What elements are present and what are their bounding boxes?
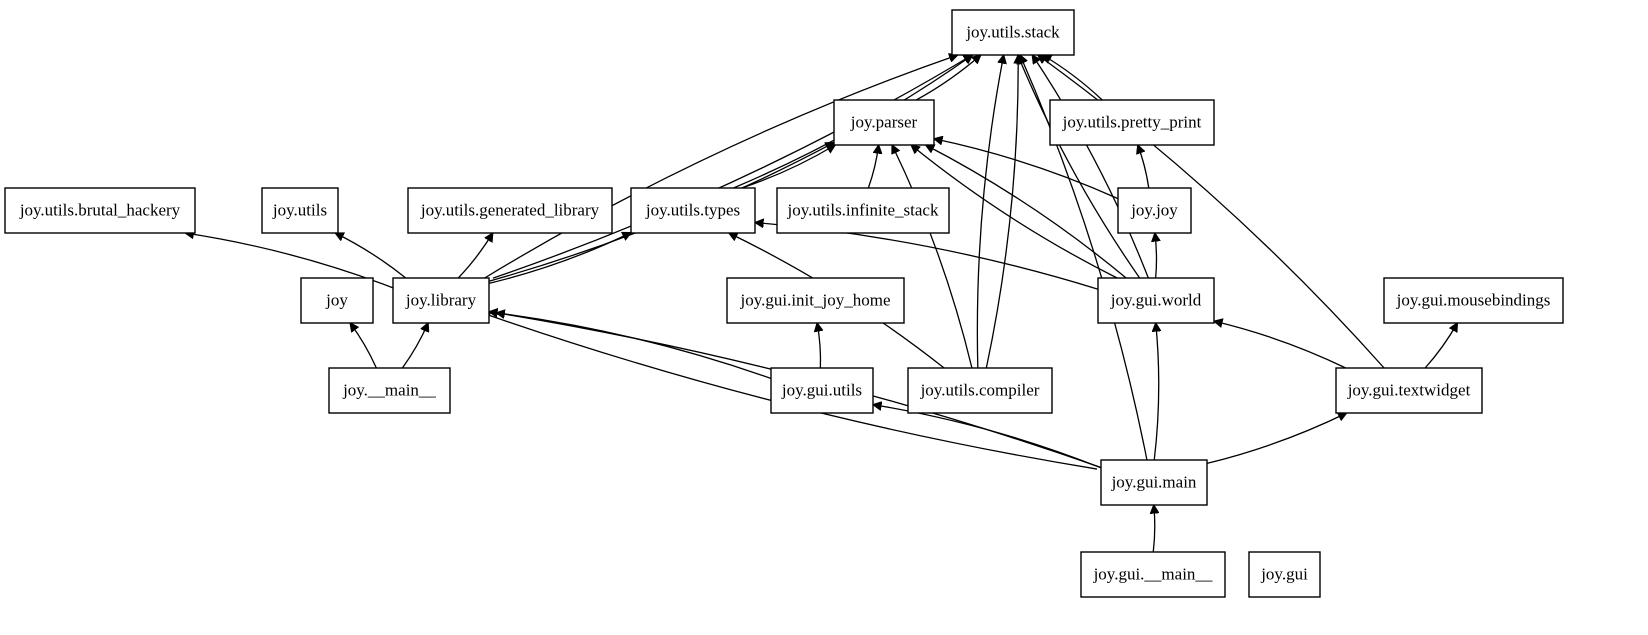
graph-node-gui_mousebindings[interactable]: joy.gui.mousebindings [1383, 277, 1564, 324]
graph-node-gui_init_joy_home[interactable]: joy.gui.init_joy_home [726, 277, 905, 324]
node-box[interactable] [770, 367, 874, 414]
graph-edge [817, 323, 820, 369]
graph-edge [457, 233, 493, 279]
graph-edge [1038, 55, 1385, 369]
node-label: joy.parser [850, 112, 918, 131]
graph-node-gui_main_dunder[interactable]: joy.gui.__main__ [1080, 551, 1226, 598]
graph-edge [1138, 145, 1150, 189]
graph-edge [1424, 323, 1457, 369]
node-box[interactable] [1049, 99, 1215, 146]
node-label: joy.utils.types [645, 200, 740, 219]
node-box[interactable] [630, 187, 756, 234]
node-label: joy.gui.main [1111, 472, 1197, 491]
node-label: joy.gui.utils [781, 380, 862, 399]
node-label: joy.__main__ [342, 380, 436, 399]
graph-edge [985, 55, 1018, 369]
graph-edge [1018, 55, 1141, 279]
node-label: joy.gui.mousebindings [1396, 290, 1551, 309]
node-box[interactable] [1100, 459, 1208, 506]
graph-node-joy_joy[interactable]: joy.joy [1117, 187, 1192, 234]
node-label: joy.utils.generated_library [420, 200, 600, 219]
node-box[interactable] [261, 187, 339, 234]
graph-node-gui[interactable]: joy.gui [1248, 551, 1321, 598]
node-box[interactable] [833, 99, 935, 146]
graph-node-gui_utils[interactable]: joy.gui.utils [770, 367, 874, 414]
node-label: joy.utils.brutal_hackery [19, 200, 181, 219]
graph-edge [350, 323, 377, 369]
graph-node-utils_compiler[interactable]: joy.utils.compiler [907, 367, 1053, 414]
graph-node-utils_stack[interactable]: joy.utils.stack [951, 9, 1075, 56]
graph-node-utils_infinite[interactable]: joy.utils.infinite_stack [776, 187, 950, 234]
node-box[interactable] [300, 277, 374, 324]
graph-node-gui_world[interactable]: joy.gui.world [1097, 277, 1215, 324]
graph-node-utils_brutal[interactable]: joy.utils.brutal_hackery [4, 187, 196, 234]
graph-edge [1153, 505, 1155, 553]
node-box[interactable] [951, 9, 1075, 56]
node-box[interactable] [1248, 551, 1321, 598]
graph-node-utils_pretty_print[interactable]: joy.utils.pretty_print [1049, 99, 1215, 146]
graph-node-library[interactable]: joy.library [392, 277, 490, 324]
node-box[interactable] [1117, 187, 1192, 234]
graph-edge [488, 233, 631, 284]
graph-edge [484, 55, 958, 279]
graph-edge [1020, 55, 1148, 461]
graph-edge [1043, 55, 1103, 101]
node-box[interactable] [392, 277, 490, 324]
node-box[interactable] [1383, 277, 1564, 324]
graph-edge [915, 55, 981, 101]
node-label: joy.gui.textwidget [1347, 380, 1471, 399]
node-label: joy.library [405, 290, 477, 309]
graph-edge [976, 55, 1003, 369]
graph-edge [741, 145, 835, 189]
node-label: joy [325, 290, 348, 309]
node-label: joy.gui.__main__ [1093, 564, 1213, 583]
node-label: joy.utils.compiler [920, 380, 1040, 399]
node-layer: joy.utils.stack joy.parser joy.utils.prett… [4, 9, 1564, 598]
graph-node-utils_genlib[interactable]: joy.utils.generated_library [407, 187, 613, 234]
graph-edge [892, 145, 973, 369]
node-label: joy.utils.stack [965, 22, 1060, 41]
graph-node-joy[interactable]: joy [300, 277, 374, 324]
node-label: joy.utils [272, 200, 327, 219]
graph-edge [926, 145, 1127, 279]
node-label: joy.utils.infinite_stack [787, 200, 939, 219]
graph-edge [401, 323, 428, 369]
node-label: joy.gui [1260, 564, 1308, 583]
node-label: joy.gui.init_joy_home [739, 290, 890, 309]
graph-node-gui_main[interactable]: joy.gui.main [1100, 459, 1208, 506]
graph-node-utils_types[interactable]: joy.utils.types [630, 187, 756, 234]
node-box[interactable] [776, 187, 950, 234]
graph-edge [492, 55, 972, 279]
node-box[interactable] [907, 367, 1053, 414]
graph-edge [911, 145, 1118, 279]
graph-edge [867, 145, 878, 189]
node-box[interactable] [328, 367, 451, 414]
graph-node-gui_textwidget[interactable]: joy.gui.textwidget [1335, 367, 1483, 414]
graph-node-utils[interactable]: joy.utils [261, 187, 339, 234]
graph-node-parser[interactable]: joy.parser [833, 99, 935, 146]
graph-edge [1206, 413, 1347, 465]
graph-edge [1214, 321, 1347, 369]
node-box[interactable] [1335, 367, 1483, 414]
graph-edge [934, 139, 1119, 200]
graph-edge [335, 233, 407, 279]
graph-edge [1032, 55, 1149, 279]
graph-node-main_dunder[interactable]: joy.__main__ [328, 367, 451, 414]
node-box[interactable] [1097, 277, 1215, 324]
node-label: joy.joy [1130, 200, 1178, 219]
node-box[interactable] [4, 187, 196, 234]
graph-edge [873, 405, 1102, 469]
graph-edge [1155, 233, 1157, 279]
node-label: joy.utils.pretty_print [1062, 112, 1202, 131]
node-box[interactable] [407, 187, 613, 234]
node-label: joy.gui.world [1110, 290, 1202, 309]
node-box[interactable] [1080, 551, 1226, 598]
graph-edge [1154, 323, 1158, 461]
node-box[interactable] [726, 277, 905, 324]
